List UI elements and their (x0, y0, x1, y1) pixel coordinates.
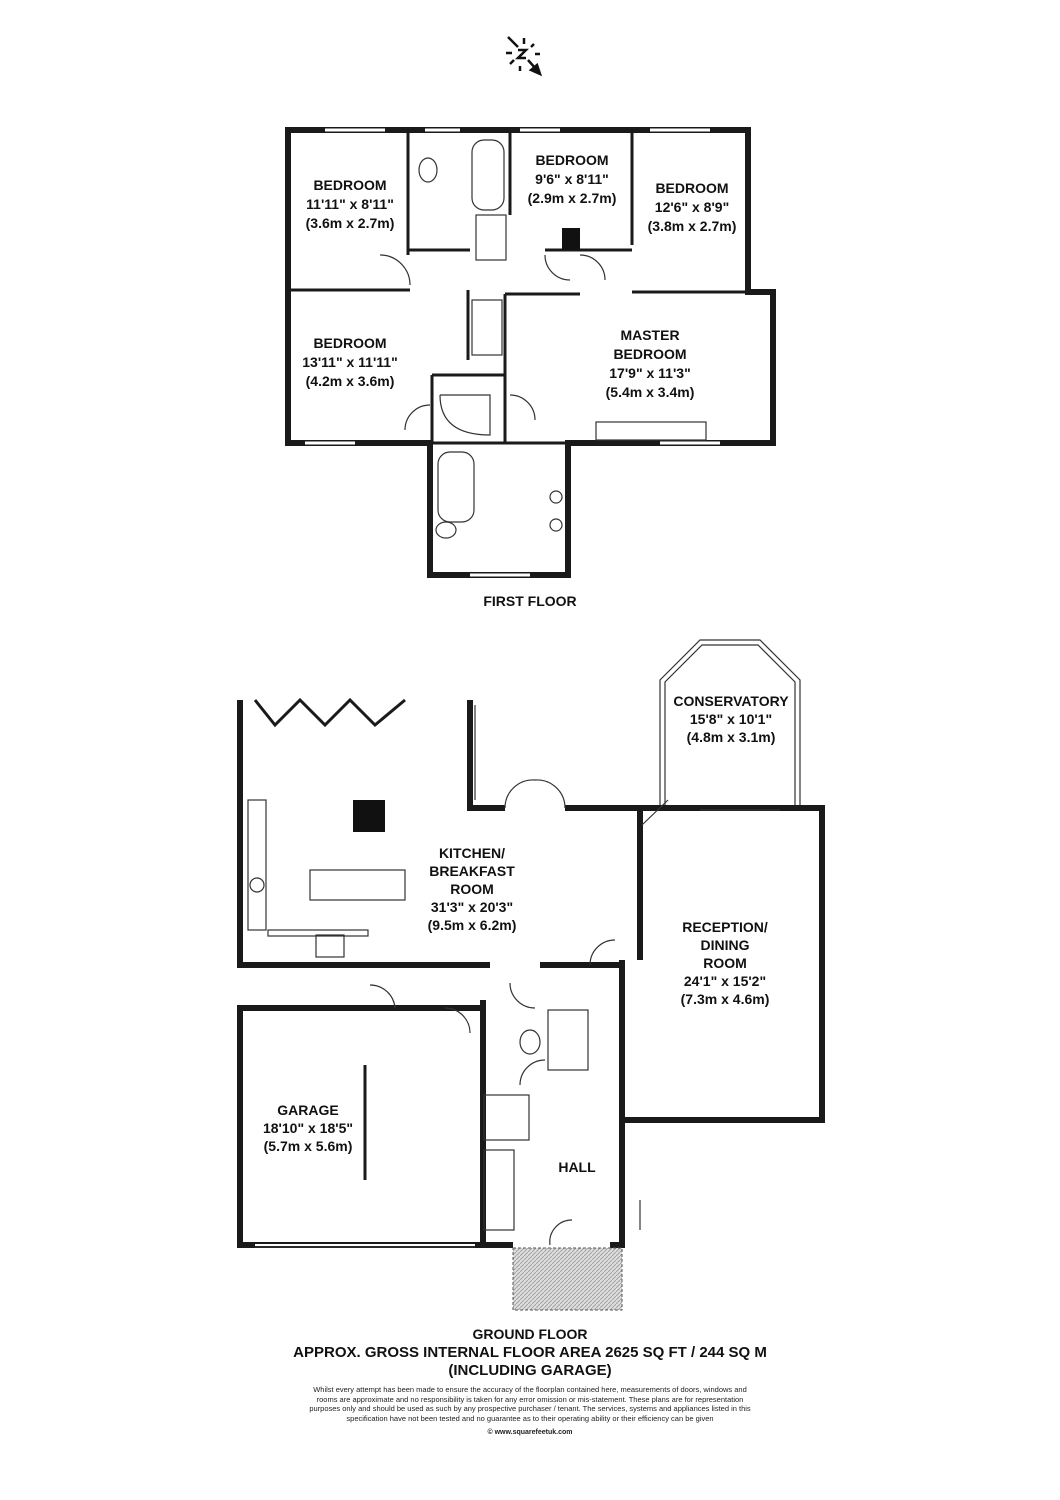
room-dimensions-metric: (4.8m x 3.1m) (687, 729, 776, 745)
room-dimensions-imperial: 24'1" x 15'2" (684, 973, 766, 989)
room-name: BEDROOM (535, 152, 608, 168)
room-name: RECEPTION/ (682, 919, 768, 935)
disclaimer-line: purposes only and should be used as such… (309, 1404, 751, 1413)
room-dimensions-metric: (2.9m x 2.7m) (528, 190, 617, 206)
room-name: MASTER (620, 327, 679, 343)
room-dimensions-metric: (5.7m x 5.6m) (264, 1138, 353, 1154)
room-name: BEDROOM (313, 335, 386, 351)
floor-area: APPROX. GROSS INTERNAL FLOOR AREA 2625 S… (0, 1344, 1060, 1380)
room-name: BEDROOM (613, 346, 686, 362)
website: © www.squarefeetuk.com (487, 1429, 573, 1436)
room-dimensions-imperial: 18'10" x 18'5" (263, 1120, 353, 1136)
room-dimensions-metric: (7.3m x 4.6m) (681, 991, 770, 1007)
chimney-stack (353, 800, 385, 832)
room-name: ROOM (703, 955, 747, 971)
floor-area-note: (INCLUDING GARAGE) (448, 1362, 612, 1379)
room-dimensions-imperial: 31'3" x 20'3" (431, 899, 513, 915)
north-arrow-icon (506, 36, 543, 77)
room-dimensions-imperial: 12'6" x 8'9" (655, 199, 729, 215)
room-name: GARAGE (277, 1102, 338, 1118)
room-name: KITCHEN/ (439, 845, 505, 861)
room-dimensions-metric: (4.2m x 3.6m) (306, 373, 395, 389)
room-dimensions-metric: (5.4m x 3.4m) (606, 384, 695, 400)
room-name: BEDROOM (655, 180, 728, 196)
room-name: CONSERVATORY (673, 693, 789, 709)
room-dimensions-metric: (3.6m x 2.7m) (306, 215, 395, 231)
room-name: HALL (558, 1159, 596, 1175)
room-dimensions-metric: (3.8m x 2.7m) (648, 218, 737, 234)
floor-area-total: APPROX. GROSS INTERNAL FLOOR AREA 2625 S… (293, 1344, 767, 1361)
room-dimensions-imperial: 15'8" x 10'1" (690, 711, 772, 727)
floor-title: FIRST FLOOR (483, 593, 576, 609)
disclaimer: Whilst every attempt has been made to en… (230, 1385, 830, 1423)
ground-floor-plan: CONSERVATORY 15'8" x 10'1" (4.8m x 3.1m)… (237, 639, 825, 1342)
room-dimensions-imperial: 9'6" x 8'11" (535, 171, 609, 187)
room-dimensions-imperial: 11'11" x 8'11" (306, 196, 394, 212)
chimney-breast (562, 228, 580, 250)
room-dimensions-metric: (9.5m x 6.2m) (428, 917, 517, 933)
first-floor-plan: BEDROOM 11'11" x 8'11" (3.6m x 2.7m) BED… (285, 127, 776, 609)
floor-title: GROUND FLOOR (472, 1326, 587, 1342)
room-dimensions-imperial: 13'11" x 11'11" (302, 354, 397, 370)
room-dimensions-imperial: 17'9" x 11'3" (609, 365, 690, 381)
room-name: BEDROOM (313, 177, 386, 193)
porch (512, 1247, 623, 1311)
room-name: BREAKFAST (429, 863, 515, 879)
disclaimer-line: rooms are approximate and no responsibil… (316, 1394, 744, 1404)
room-name: ROOM (450, 881, 494, 897)
disclaimer-line: specification have not been tested and n… (346, 1413, 714, 1423)
disclaimer-line: Whilst every attempt has been made to en… (313, 1385, 747, 1394)
room-name: DINING (701, 937, 750, 953)
